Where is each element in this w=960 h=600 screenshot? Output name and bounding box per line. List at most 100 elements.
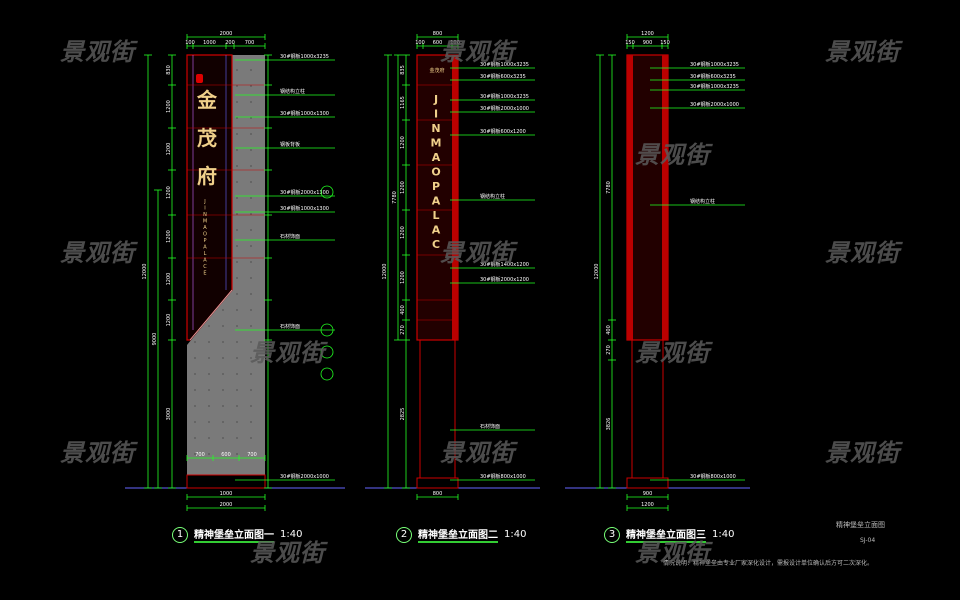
sign-letter: C [203,264,207,270]
stone-texture-dot [250,309,252,311]
dimension-label: 1200 [166,230,172,243]
watermark: 景观街 [60,239,135,267]
view-number-badge: 2 [396,526,412,543]
dimension-label: 800 [433,491,443,497]
dimension-label: 835 [400,65,406,75]
stone-texture-dot [222,341,224,343]
sign-character: 金 [196,88,218,112]
stone-texture-dot [250,293,252,295]
stone-texture-dot [236,149,238,151]
stone-texture-dot [194,389,196,391]
stone-texture-dot [222,421,224,423]
sign-letter: I [434,108,438,121]
dimension-label: 600 [433,40,443,46]
stone-texture-dot [236,293,238,295]
dimension-label: 7780 [392,191,398,204]
sign-letter: A [432,224,441,237]
sign-letter: J [203,199,205,205]
stone-texture-dot [194,437,196,439]
dimension-label: 1200 [166,273,172,286]
stone-texture-dot [236,357,238,359]
dimension-label: 1200 [166,186,172,199]
dimension-label: 100 [450,40,460,46]
stone-texture-dot [250,341,252,343]
watermark: 景观街 [440,38,515,66]
stone-texture-dot [250,149,252,151]
watermark: 景观街 [635,539,710,567]
stone-texture-dot [208,373,210,375]
annotation-text: 30#钢板2000x1200 [480,276,529,283]
sign-letter: I [204,206,205,212]
stone-texture-dot [222,389,224,391]
dimension-label: 830 [166,65,172,75]
sign-letter: C [432,238,440,251]
annotation-text: 石材饰面 [480,423,500,430]
view-3-title: 3 精神堡垒立面图三 1:40 [604,526,734,543]
sign-letter: N [431,122,440,135]
annotation-text: 30#钢板600x3235 [690,73,736,80]
sign-letter: M [203,219,207,225]
view-1-title: 1 精神堡垒立面图一 1:40 [172,526,302,543]
dimension-label: 1200 [400,136,406,149]
dimension-label: 12000 [142,264,148,280]
stone-texture-dot [250,101,252,103]
dimension-label: 100 [415,40,425,46]
stone-texture-dot [208,341,210,343]
stone-texture-dot [250,405,252,407]
sign-letter: A [432,195,441,208]
stone-texture-dot [250,69,252,71]
view-number-badge: 1 [172,526,188,543]
annotation-text: 30#钢板1000x3235 [480,93,529,100]
annotation-text: 30#钢板1000x1300 [280,205,329,212]
stone-texture-dot [222,309,224,311]
view-scale: 1:40 [280,529,303,540]
dimension-label: 12000 [594,264,600,280]
dimension-label: 3000 [166,408,172,421]
column-side-strip [662,55,668,340]
section-marker [320,367,334,381]
stone-column [187,55,265,475]
dimension-label: 1200 [641,31,654,37]
annotation-text: 30#钢板800x1000 [480,473,526,480]
stone-texture-dot [236,277,238,279]
watermark: 景观街 [825,239,900,267]
annotation-text: 30#钢板1400x1200 [480,261,529,268]
column-side-strip [627,55,633,340]
stone-texture-dot [236,229,238,231]
dimension-label: 9000 [152,333,158,346]
stone-texture-dot [208,389,210,391]
stone-texture-dot [236,117,238,119]
watermark: 景观街 [60,38,135,66]
base-plinth [626,477,669,489]
dimension-label: 900 [643,40,653,46]
view-2-title: 2 精神堡垒立面图二 1:40 [396,526,526,543]
stone-texture-dot [236,389,238,391]
watermark: 景观街 [635,141,710,169]
stone-texture-dot [250,165,252,167]
sign-letter: A [203,225,207,231]
annotation-text: 石材饰面 [280,233,300,240]
view-number-badge: 3 [604,526,620,543]
stone-texture-dot [194,421,196,423]
dimension-label: 2825 [400,408,406,421]
watermark: 景观街 [440,439,515,467]
sign-letter: J [433,93,438,106]
stone-texture-dot [250,117,252,119]
annotation-text: 钢结构立柱 [280,88,305,95]
stone-texture-dot [236,213,238,215]
stone-texture-dot [194,357,196,359]
stone-texture-dot [236,101,238,103]
dimension-label: 1200 [400,181,406,194]
stone-texture-dot [222,437,224,439]
stone-texture-dot [222,453,224,455]
watermark: 景观街 [440,239,515,267]
design-note: 情况说明：精神堡垒由专业厂家深化设计，需报设计单位确认后方可二次深化。 [663,560,874,567]
annotation-text: 钢板背板 [280,141,300,148]
annotation-text: 30#钢板1000x3235 [690,83,739,90]
dimension-label: 200 [225,40,235,46]
stone-texture-dot [208,453,210,455]
dimension-label: 1200 [166,314,172,327]
stone-texture-dot [250,213,252,215]
